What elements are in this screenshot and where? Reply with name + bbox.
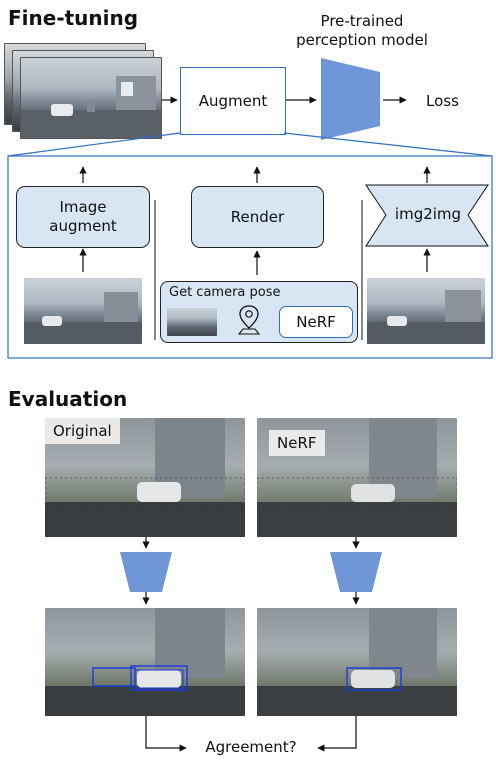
original-tag: Original: [45, 418, 120, 444]
agreement-label: Agreement?: [205, 738, 297, 756]
fine-tuning-title: Fine-tuning: [8, 6, 139, 30]
input-photo-left: [24, 278, 142, 344]
image-augment-box: Image augment: [16, 186, 150, 248]
image-augment-line1: Image: [59, 198, 107, 216]
detection-box: [346, 667, 402, 691]
detection-box: [134, 669, 184, 689]
model-trapezoid-right: [330, 552, 382, 592]
expand-line-left: [7, 132, 181, 157]
model-label-line1: Pre-trained: [320, 12, 404, 30]
detection-box: [130, 665, 188, 691]
augment-label: Augment: [198, 92, 268, 110]
location-pin-icon: [237, 304, 261, 336]
model-trapezoid-top: [321, 58, 380, 140]
input-photo-right: [367, 278, 485, 344]
image-augment-line2: augment: [49, 217, 117, 235]
loss-label: Loss: [426, 92, 459, 110]
model-label: Pre-trained perception model: [262, 12, 462, 50]
img2img-shape: [365, 184, 489, 247]
detail-panel: [7, 155, 493, 359]
evaluation-title: Evaluation: [8, 387, 128, 411]
expand-line-right: [283, 132, 493, 157]
original-image: Original: [45, 418, 245, 537]
camera-pose-panel: Get camera pose NeRF: [160, 281, 358, 343]
input-frame-front: [20, 57, 162, 139]
nerf-label: NeRF: [296, 313, 336, 331]
camera-pose-thumbnail: [167, 308, 217, 336]
original-detections-image: [45, 608, 245, 716]
img2img-label: img2img: [394, 205, 462, 223]
model-trapezoid-left: [120, 552, 172, 592]
augment-box: Augment: [180, 67, 286, 135]
render-box: Render: [191, 186, 324, 248]
camera-pose-label: Get camera pose: [169, 285, 281, 300]
nerf-box: NeRF: [279, 306, 353, 338]
nerf-tag: NeRF: [269, 430, 325, 456]
detection-box: [92, 667, 136, 687]
nerf-detections-image: [257, 608, 457, 716]
render-label: Render: [230, 207, 285, 226]
model-label-line2: perception model: [296, 31, 428, 49]
nerf-image: NeRF: [257, 418, 457, 537]
